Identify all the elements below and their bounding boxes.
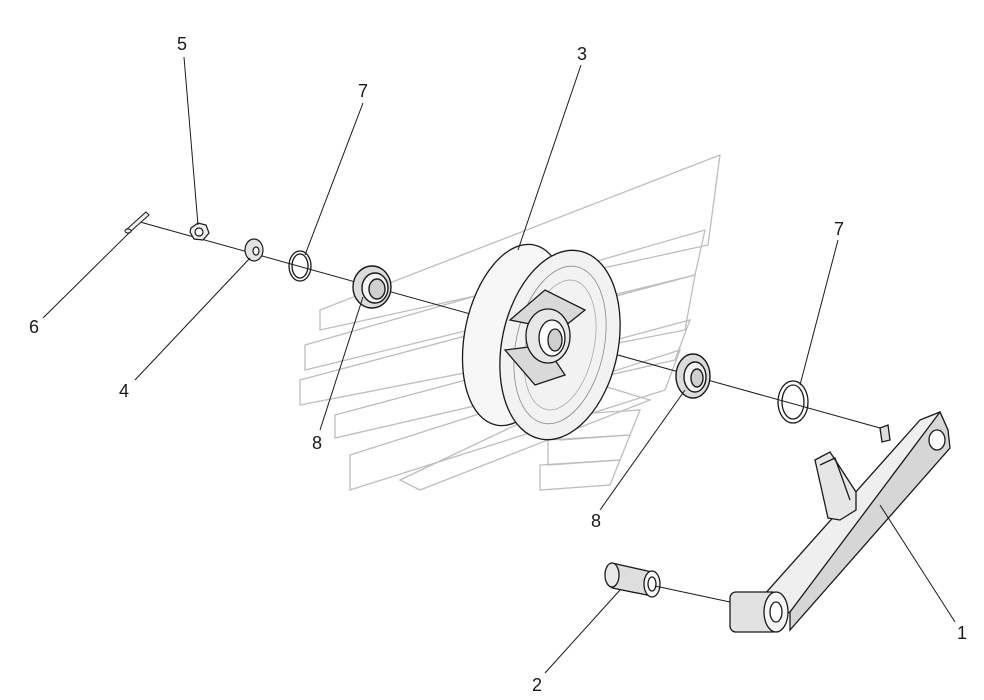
bearing-left-part <box>352 265 392 309</box>
leader-lines <box>42 56 956 674</box>
bushing-axis-line <box>654 585 731 603</box>
callout-3: 3 <box>577 44 588 64</box>
callout-2: 2 <box>532 675 543 695</box>
washer-part <box>244 238 264 262</box>
callout-5: 5 <box>177 34 188 54</box>
tension-arm-part <box>729 410 951 633</box>
callout-6: 6 <box>29 317 40 337</box>
callout-1: 1 <box>957 623 968 643</box>
callout-4: 4 <box>119 381 130 401</box>
callout-7-right: 7 <box>834 219 845 239</box>
bushing-part <box>604 562 661 598</box>
hex-nut-part <box>189 222 210 241</box>
callout-7-left: 7 <box>358 81 369 101</box>
callout-8-right: 8 <box>591 511 602 531</box>
retaining-ring-right-part <box>777 380 809 424</box>
bearing-right-part <box>675 353 711 399</box>
callout-8-left: 8 <box>312 433 323 453</box>
cotter-pin-part <box>124 211 150 234</box>
retaining-ring-left-part <box>288 250 312 282</box>
pulley-part <box>461 243 621 441</box>
